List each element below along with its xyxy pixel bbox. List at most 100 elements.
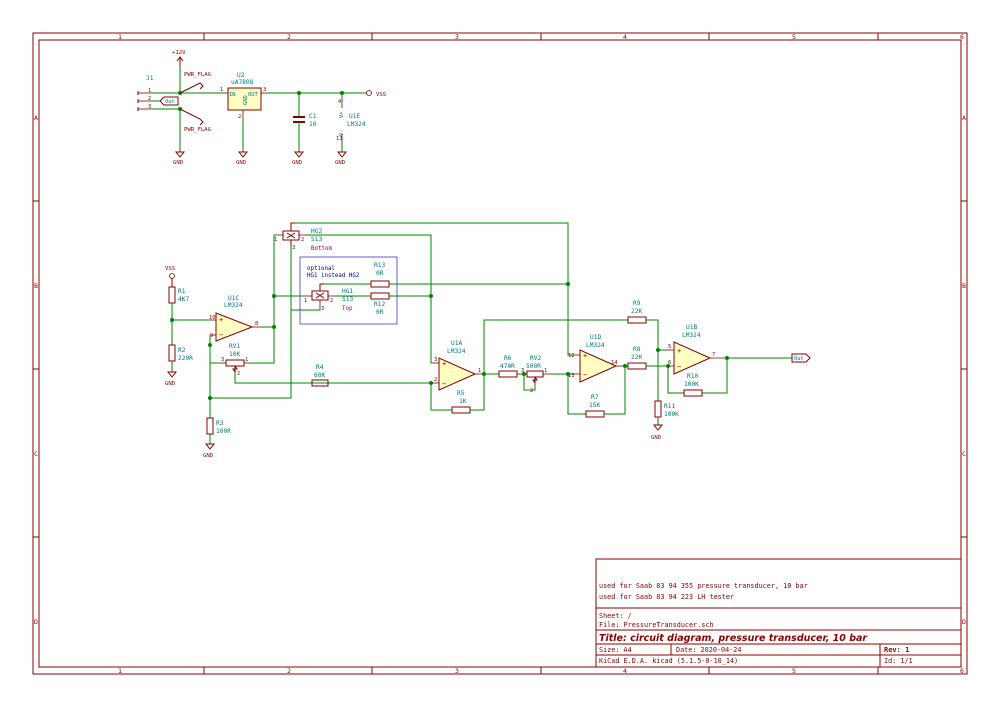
r4-reference: R4 xyxy=(316,364,324,371)
pwr-flag-bottom-label: PWR_FLAG xyxy=(184,127,212,133)
out-label xyxy=(791,353,811,363)
hg1-pin-3: 3 xyxy=(321,306,324,312)
u1c-value: LM324 xyxy=(224,302,243,309)
resistor-r9 xyxy=(627,316,647,324)
drawing-date: Date: 2020-04-24 xyxy=(676,646,741,654)
svg-text:+: + xyxy=(583,352,587,360)
u1e-vminus: V- xyxy=(339,130,345,137)
r12-reference: R12 xyxy=(374,301,385,308)
u1d-value: LM324 xyxy=(586,342,605,349)
pwr-flag-top xyxy=(179,82,204,94)
kicad-version: KiCad E.D.A. kicad (5.1.5-0-10_14) xyxy=(599,657,738,665)
u1d-reference: U1D xyxy=(590,334,601,341)
capacitor-c1 xyxy=(293,93,305,158)
hg2-pin-1: 1 xyxy=(274,237,277,243)
j1-pin-number: 3 xyxy=(148,104,151,110)
drawing-title: Title: circuit diagram, pressure transdu… xyxy=(599,633,868,644)
u1c-pin-8: 8 xyxy=(255,321,258,327)
c1-value: 10 xyxy=(309,121,317,128)
r1-reference: R1 xyxy=(178,288,186,295)
vss-symbol xyxy=(366,90,372,96)
col-label-top: 4 xyxy=(623,33,627,41)
hg1-pin-1: 1 xyxy=(304,298,307,304)
u2-pin-out: OUT xyxy=(248,92,258,98)
u1c-reference: U1C xyxy=(228,295,239,302)
title-note-line-2: used for Saab 83 94 223 LH tester xyxy=(599,593,734,601)
gnd-label: GND xyxy=(651,435,662,441)
vss-label: VSS xyxy=(376,92,386,98)
u1d-pin-13: 13 xyxy=(568,373,575,379)
gnd-label: GND xyxy=(165,381,176,387)
hg2-pin-2: 2 xyxy=(301,237,304,243)
sheet-id: Id: 1/1 xyxy=(884,657,913,665)
u1c-pin-10: 10 xyxy=(209,315,216,321)
hg1-value: S13 xyxy=(342,296,353,303)
u1c-pin-9: 9 xyxy=(210,333,213,339)
opamp-u1a: + − xyxy=(433,357,484,391)
r5-value: 1K xyxy=(459,398,467,405)
connector-j1 xyxy=(137,91,152,111)
gnd-symbol xyxy=(237,151,249,158)
u2-reference: U2 xyxy=(237,72,245,79)
regulator-u2 xyxy=(222,87,268,118)
r6-reference: R6 xyxy=(504,355,512,362)
row-label-right: D xyxy=(962,618,966,626)
rv2-reference: RV2 xyxy=(530,355,541,362)
col-label-top: 2 xyxy=(287,33,291,41)
u1b-pin-6: 6 xyxy=(668,360,671,366)
r1-value: 4K7 xyxy=(178,296,189,303)
file-name: File: PressureTransducer.sch xyxy=(599,621,714,629)
u1d-pin-14: 14 xyxy=(611,360,618,366)
rv2-pin-1: 1 xyxy=(544,368,547,374)
gnd-label: GND xyxy=(335,160,346,166)
hg2-note: Bottom xyxy=(311,246,332,252)
r3-reference: R3 xyxy=(216,420,224,427)
r11-reference: R11 xyxy=(664,403,675,410)
col-label-bottom: 3 xyxy=(455,667,459,675)
u2-value: uA7808 xyxy=(231,79,254,86)
j1-reference: J1 xyxy=(146,75,154,82)
gnd-label: GND xyxy=(236,160,247,166)
u1a-value: LM324 xyxy=(447,348,466,355)
r13-value: 0R xyxy=(376,270,384,277)
rv1-value: 10K xyxy=(229,351,240,358)
col-label-top: 3 xyxy=(455,33,459,41)
rv1-pin-1: 1 xyxy=(245,357,248,363)
u1e-pin-4: 4 xyxy=(338,99,341,105)
gnd-label: GND xyxy=(203,453,214,459)
u2-pin-1: 1 xyxy=(220,87,223,93)
plus12v-symbol xyxy=(176,56,184,66)
r8-value: 22K xyxy=(631,354,642,361)
r6-value: 470R xyxy=(500,363,515,370)
resistor-r7 xyxy=(585,410,605,418)
svg-text:+: + xyxy=(677,347,681,355)
r9-reference: R9 xyxy=(633,300,641,307)
resistor-r10 xyxy=(683,389,703,397)
r8-reference: R8 xyxy=(633,346,641,353)
opamp-u1d: + − xyxy=(574,349,625,383)
title-block xyxy=(595,558,962,668)
svg-text:−: − xyxy=(219,331,223,339)
r5-reference: R5 xyxy=(457,390,465,397)
hg1-pin-2: 2 xyxy=(330,298,333,304)
r2-reference: R2 xyxy=(178,347,186,354)
u1b-pin-7: 7 xyxy=(712,352,715,358)
u1e-vplus: V+ xyxy=(339,111,345,118)
hg2-reference: HG2 xyxy=(311,228,322,235)
sheet-name: Sheet: / xyxy=(599,612,632,620)
u1e-pin-11: 11 xyxy=(336,136,343,142)
u1b-reference: U1B xyxy=(686,324,697,331)
gnd-symbol xyxy=(174,151,186,158)
hg2-value: S13 xyxy=(311,236,322,243)
u2-pin-in: IN xyxy=(229,92,236,98)
pwr-flag-top-label: PWR_FLAG xyxy=(184,72,212,78)
row-label-right: C xyxy=(962,450,966,458)
j1-pin-number: 2 xyxy=(148,96,151,102)
opamp-power-u1e xyxy=(336,93,348,158)
col-label-top: 5 xyxy=(792,33,796,41)
r7-value: 15K xyxy=(589,402,600,409)
r12-value: 0R xyxy=(376,309,384,316)
resistor-r13 xyxy=(370,280,390,288)
u1a-pin-3: 3 xyxy=(434,357,437,363)
optional-note-line-1: optional xyxy=(307,266,335,272)
